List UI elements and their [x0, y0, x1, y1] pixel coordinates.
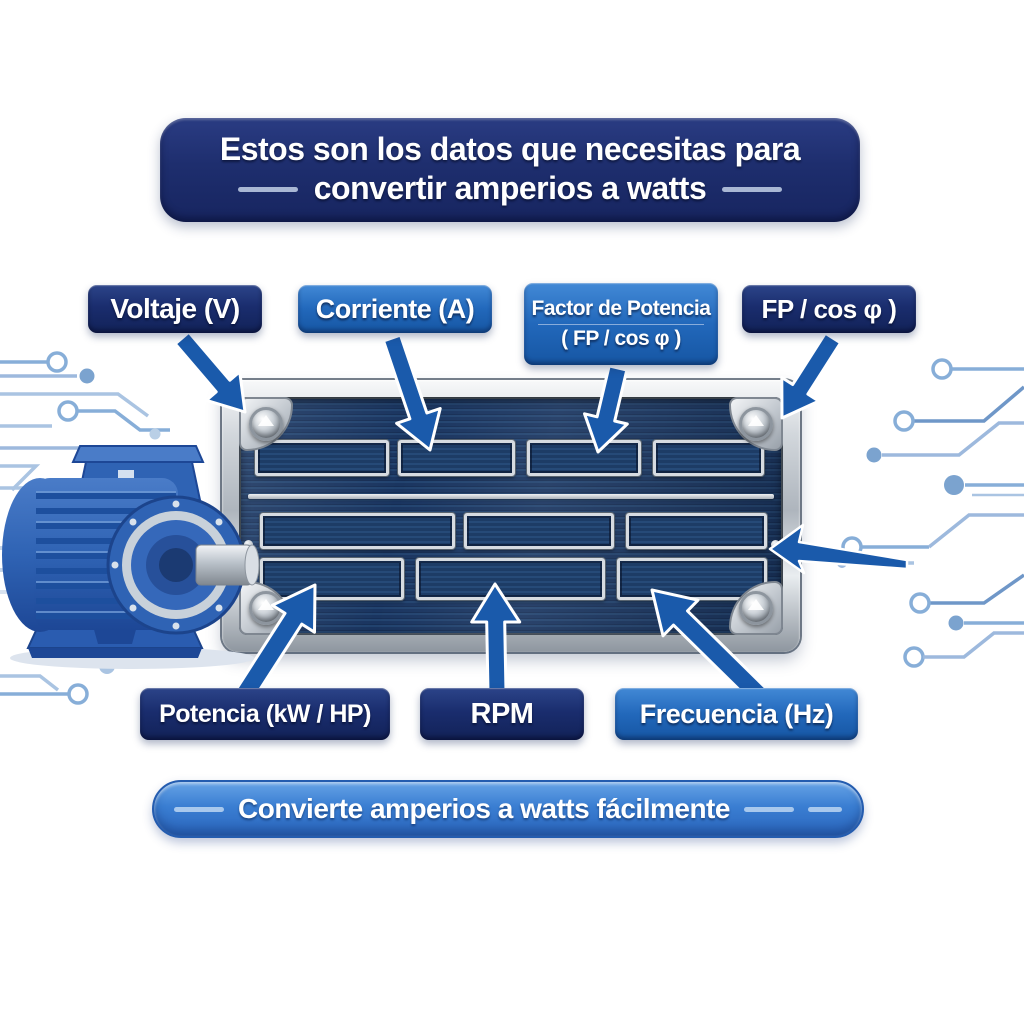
nameplate-field [464, 513, 614, 549]
dash-decoration [807, 806, 842, 812]
label-frecuencia: Frecuencia (Hz) [615, 688, 858, 740]
title-line-1: Estos son los datos que necesitas para [219, 131, 801, 167]
nameplate-field [398, 440, 515, 476]
label-factor-de-potencia: Factor de Potencia ( FP / cos φ ) [524, 283, 718, 365]
nameplate-field [255, 440, 389, 476]
title-line-2: convertir amperios a watts [237, 168, 783, 210]
dash-decoration [174, 806, 225, 812]
motor-nameplate [222, 380, 800, 652]
rivet-icon [244, 540, 253, 549]
potencia-arrow-icon [230, 583, 317, 709]
nameplate-field [653, 440, 764, 476]
voltaje-arrow-icon [173, 330, 247, 414]
label-voltaje: Voltaje (V) [88, 285, 262, 333]
footer-banner: Convierte amperios a watts fácilmente [152, 780, 864, 838]
screw-icon [739, 591, 773, 625]
label-factor-line-1: Factor de Potencia [531, 297, 711, 321]
nameplate-field [416, 558, 605, 600]
label-fp-cos-phi: FP / cos φ ) [742, 285, 916, 333]
label-fp-text: FP / cos φ ) [761, 293, 897, 324]
dash-decoration [743, 806, 794, 812]
screw-icon [249, 407, 283, 441]
label-potencia: Potencia (kW / HP) [140, 688, 390, 740]
rpm-arrow-icon [470, 582, 522, 694]
side-arrow-icon [768, 523, 909, 575]
nameplate-field [260, 558, 404, 600]
title-line-2-text: convertir amperios a watts [313, 170, 707, 207]
screw-icon [739, 407, 773, 441]
label-factor-divider [537, 323, 705, 325]
fp-arrow-icon [780, 331, 843, 420]
screw-icon [249, 591, 283, 625]
footer-text: Convierte amperios a watts fácilmente [238, 793, 730, 824]
label-factor-line-2: ( FP / cos φ ) [561, 326, 681, 350]
nameplate-divider [248, 494, 774, 499]
label-rpm-text: RPM [470, 697, 534, 730]
label-corriente-text: Corriente (A) [315, 293, 475, 324]
label-frecuencia-text: Frecuencia (Hz) [639, 698, 834, 729]
nameplate-field [260, 513, 455, 549]
label-potencia-text: Potencia (kW / HP) [159, 699, 371, 728]
nameplate-field [527, 440, 641, 476]
label-corriente: Corriente (A) [298, 285, 492, 333]
corriente-arrow-icon [382, 333, 442, 452]
label-voltaje-text: Voltaje (V) [110, 293, 240, 324]
factor-arrow-icon [583, 364, 629, 454]
dash-decoration [722, 186, 783, 192]
dash-decoration [237, 186, 298, 192]
frecuencia-arrow-icon [650, 588, 779, 715]
electric-motor-illustration [2, 445, 260, 669]
label-rpm: RPM [420, 688, 584, 740]
nameplate-field [626, 513, 767, 549]
title-banner: Estos son los datos que necesitas para c… [160, 118, 860, 222]
